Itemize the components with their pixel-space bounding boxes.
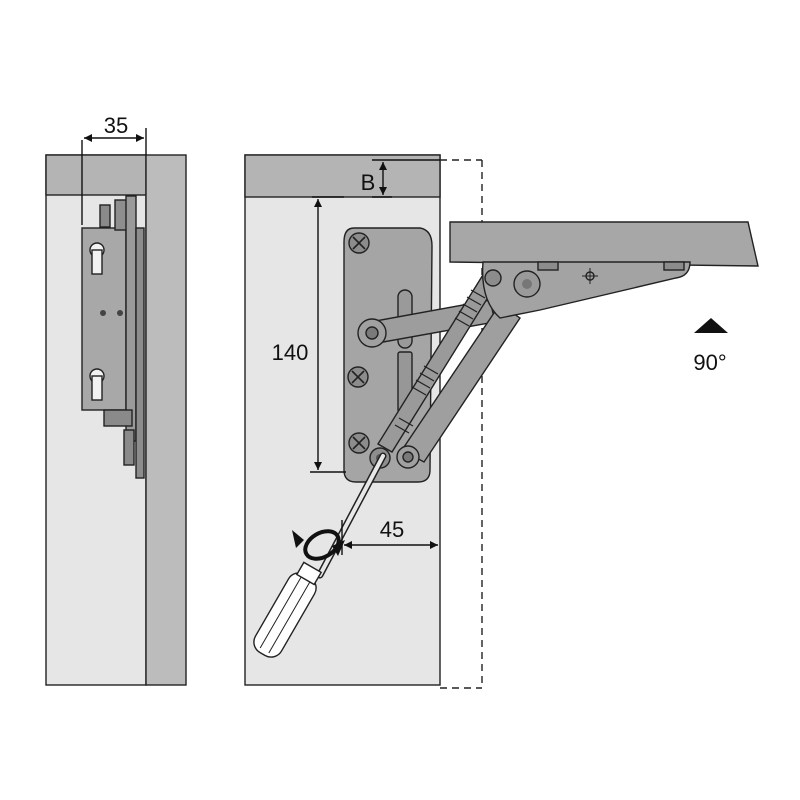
bracket-pin [484, 269, 502, 287]
dimension-label-140: 140 [272, 340, 309, 365]
hinge-rivet [117, 310, 123, 316]
dimension-35: 35 [81, 113, 147, 225]
hinge-side-view-icon [81, 195, 145, 479]
left-cabinet-top-panel [45, 154, 147, 196]
dimension-45: 45 [341, 517, 438, 555]
base-screw-middle [347, 366, 369, 388]
keyhole-slot-lower [89, 368, 105, 401]
lift-mechanism-icon [343, 227, 691, 483]
dimension-140: 140 [272, 196, 346, 473]
hinge-rivet [100, 310, 106, 316]
hinge-mounting-plate [81, 227, 127, 411]
hinge-bottom-foot [103, 409, 133, 427]
dimension-label-45: 45 [380, 517, 404, 542]
dimension-label-35: 35 [104, 113, 128, 138]
angle-marker: 90° [693, 318, 728, 375]
keyhole-slot-upper [89, 242, 105, 275]
triangle-up-icon [694, 318, 728, 333]
hinge-bottom-clip [123, 429, 135, 466]
hinge-back-bracket [135, 227, 145, 479]
left-cabinet-front-edge [145, 154, 187, 686]
angle-label: 90° [693, 350, 726, 375]
dimension-label-b: B [361, 170, 376, 195]
screwdriver-handle [253, 561, 323, 658]
base-screw-top [348, 232, 370, 254]
opened-lid [449, 221, 759, 267]
spring-coils [394, 289, 486, 434]
dimension-b: B [361, 159, 440, 198]
hinge-top-tab [99, 204, 111, 228]
base-screw-lower [348, 432, 370, 454]
lid-mounting-bracket [481, 261, 691, 319]
hinge-side-rail [125, 195, 137, 442]
lid-screw [663, 261, 685, 271]
lid-screw [537, 261, 559, 271]
right-cabinet-top-panel [244, 154, 441, 198]
